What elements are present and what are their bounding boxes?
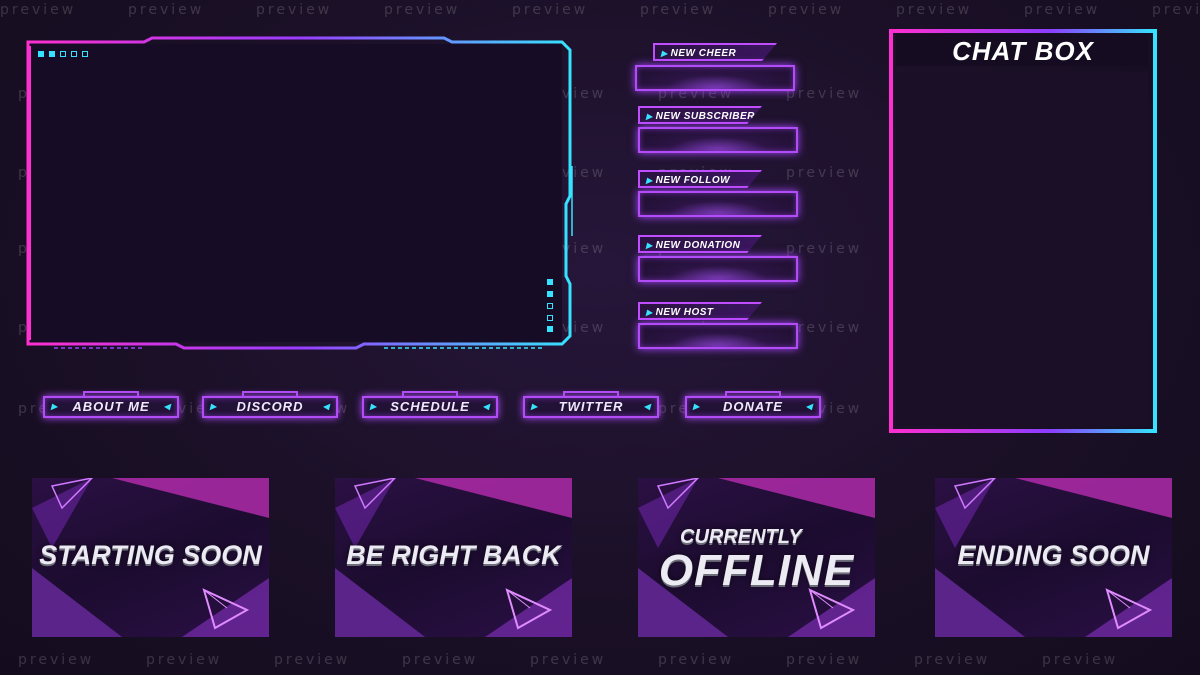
arrow-left-icon: ◀ xyxy=(482,402,490,411)
webcam-border xyxy=(26,36,573,350)
scene-title: OFFLINE xyxy=(658,546,855,595)
corner-dot xyxy=(547,291,553,297)
corner-dot xyxy=(38,51,44,57)
play-icon: ▶ xyxy=(646,176,653,185)
corner-dot xyxy=(547,326,553,332)
corner-dot xyxy=(49,51,55,57)
scene-starting-soon: STARTING SOON xyxy=(32,478,269,637)
scene-title: STARTING SOON xyxy=(39,540,262,570)
play-icon: ▶ xyxy=(646,308,653,317)
scene-title: BE RIGHT BACK xyxy=(346,540,561,570)
arrow-right-icon: ▶ xyxy=(210,402,218,411)
webcam-area xyxy=(30,44,562,342)
alert-title-follow: ▶NEW FOLLOW xyxy=(638,170,762,188)
panel-label: DISCORD xyxy=(236,399,304,414)
alert-bar-host xyxy=(638,323,798,349)
panel-about-me[interactable]: ▶ ABOUT ME ◀ xyxy=(43,391,179,418)
panel-discord[interactable]: ▶ DISCORD ◀ xyxy=(202,391,338,418)
scene-be-right-back: BE RIGHT BACK xyxy=(335,478,572,637)
chat-area xyxy=(896,72,1148,426)
alert-title-subscriber: ▶NEW SUBSCRIBER xyxy=(638,106,762,124)
arrow-left-icon: ◀ xyxy=(322,402,330,411)
alert-title-host: ▶NEW HOST xyxy=(638,302,762,320)
panel-schedule[interactable]: ▶ SCHEDULE ◀ xyxy=(362,391,498,418)
alert-bar-follow xyxy=(638,191,798,217)
alert-bar-cheer xyxy=(635,65,795,91)
arrow-right-icon: ▶ xyxy=(693,402,701,411)
arrow-right-icon: ▶ xyxy=(531,402,539,411)
arrow-left-icon: ◀ xyxy=(643,402,651,411)
chat-header xyxy=(896,34,1148,66)
scene-title: ENDING SOON xyxy=(957,540,1150,570)
scene-offline: CURRENTLY OFFLINE xyxy=(638,478,875,637)
scene-art xyxy=(335,478,572,637)
corner-dot xyxy=(60,51,66,57)
chat-box: CHAT BOX xyxy=(888,28,1158,434)
alert-title-cheer: ▶NEW CHEER xyxy=(653,43,777,61)
scene-art xyxy=(32,478,269,637)
arrow-left-icon: ◀ xyxy=(163,402,171,411)
panel-label: DONATE xyxy=(723,399,783,414)
arrow-right-icon: ▶ xyxy=(51,402,59,411)
scene-ending-soon: ENDING SOON xyxy=(935,478,1172,637)
panel-donate[interactable]: ▶ DONATE ◀ xyxy=(685,391,821,418)
play-icon: ▶ xyxy=(646,241,653,250)
corner-dot xyxy=(71,51,77,57)
scene-art xyxy=(935,478,1172,637)
corner-dot xyxy=(82,51,88,57)
chat-border xyxy=(889,29,1157,433)
play-icon: ▶ xyxy=(646,112,653,121)
webcam-frame xyxy=(24,36,574,350)
panel-twitter[interactable]: ▶ TWITTER ◀ xyxy=(523,391,659,418)
corner-dot xyxy=(547,315,553,321)
alert-title-donation: ▶NEW DONATION xyxy=(638,235,762,253)
arrow-left-icon: ◀ xyxy=(805,402,813,411)
scene-subtitle: CURRENTLY xyxy=(680,526,802,548)
panel-label: SCHEDULE xyxy=(390,399,470,414)
chat-title: CHAT BOX xyxy=(952,36,1094,66)
corner-dot xyxy=(547,279,553,285)
play-icon: ▶ xyxy=(661,49,668,58)
corner-dot xyxy=(547,303,553,309)
alert-bar-subscriber xyxy=(638,127,798,153)
panel-label: ABOUT ME xyxy=(72,399,150,414)
scene-art xyxy=(638,478,875,637)
panel-label: TWITTER xyxy=(558,399,624,414)
arrow-right-icon: ▶ xyxy=(370,402,378,411)
alert-bar-donation xyxy=(638,256,798,282)
